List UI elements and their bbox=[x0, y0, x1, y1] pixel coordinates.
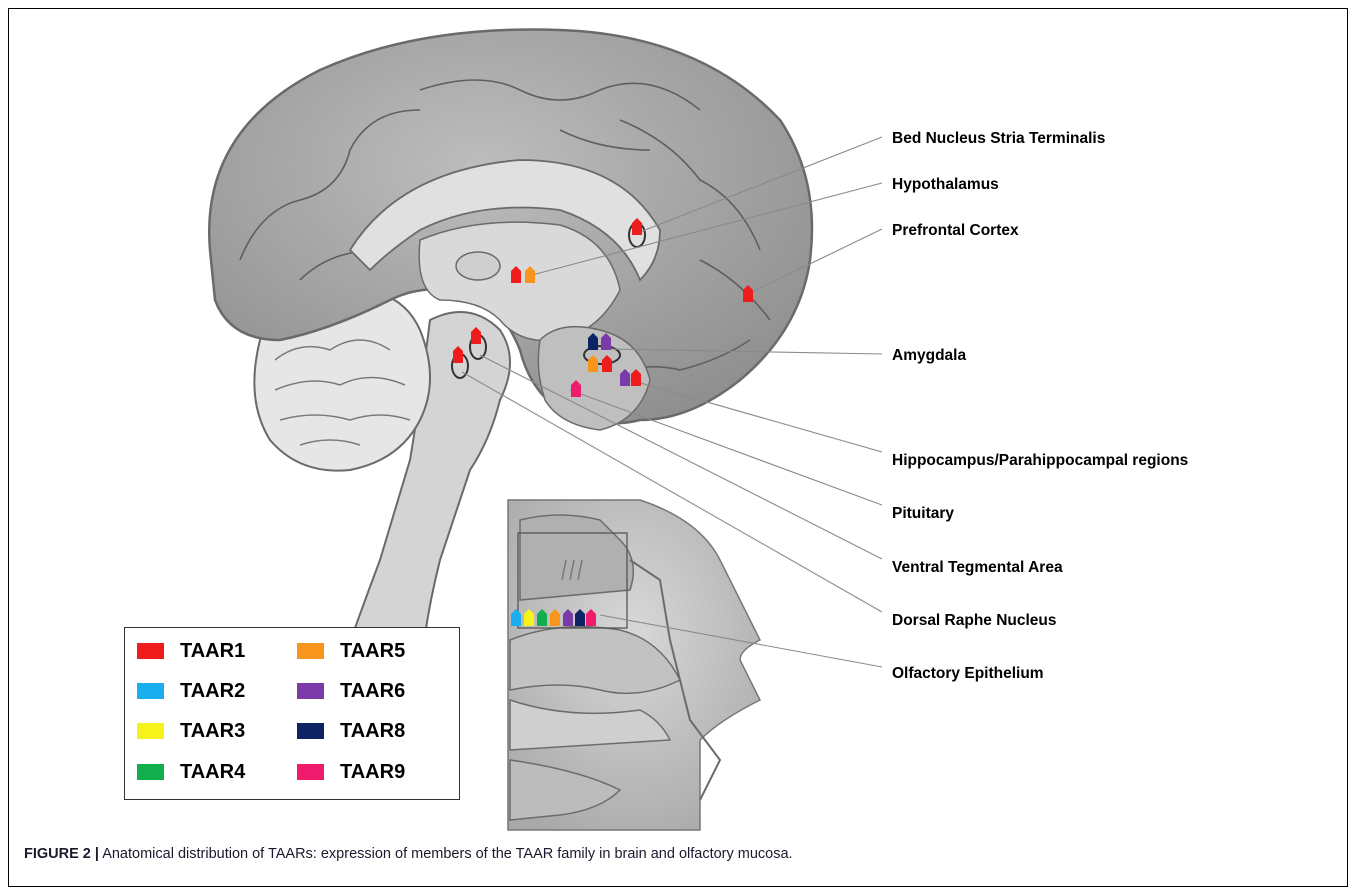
label-dorsal-raphe-nucleus: Dorsal Raphe Nucleus bbox=[892, 612, 1057, 629]
legend-item-taar1: TAAR1 bbox=[137, 638, 245, 664]
legend-label: TAAR2 bbox=[180, 680, 245, 703]
figure-number: FIGURE 2 | bbox=[24, 846, 99, 862]
legend-label: TAAR6 bbox=[340, 680, 405, 703]
legend-swatch bbox=[297, 683, 324, 699]
label-hypothalamus: Hypothalamus bbox=[892, 176, 999, 193]
figure-caption: FIGURE 2 | Anatomical distribution of TA… bbox=[24, 846, 1324, 862]
legend-label: TAAR4 bbox=[180, 761, 245, 784]
label-pituitary: Pituitary bbox=[892, 505, 954, 522]
legend-label: TAAR3 bbox=[180, 720, 245, 743]
nasal-cavity-inset bbox=[508, 500, 760, 830]
legend-item-taar8: TAAR8 bbox=[297, 718, 405, 744]
legend-swatch bbox=[137, 764, 164, 780]
legend-label: TAAR9 bbox=[340, 761, 405, 784]
legend-item-taar6: TAAR6 bbox=[297, 678, 405, 704]
label-hippocampus: Hippocampus/Parahippocampal regions bbox=[892, 452, 1188, 469]
caption-text: Anatomical distribution of TAARs: expres… bbox=[99, 846, 793, 862]
legend-item-taar2: TAAR2 bbox=[137, 678, 245, 704]
legend-item-taar4: TAAR4 bbox=[137, 759, 245, 785]
legend-item-taar5: TAAR5 bbox=[297, 638, 405, 664]
legend-swatch bbox=[137, 723, 164, 739]
legend-label: TAAR8 bbox=[340, 720, 405, 743]
legend-item-taar3: TAAR3 bbox=[137, 718, 245, 744]
label-prefrontal-cortex: Prefrontal Cortex bbox=[892, 222, 1019, 239]
region-labels: Bed Nucleus Stria Terminalis Hypothalamu… bbox=[892, 130, 1188, 682]
label-ventral-tegmental-area: Ventral Tegmental Area bbox=[892, 559, 1063, 576]
legend-label: TAAR1 bbox=[180, 640, 245, 663]
legend-swatch bbox=[137, 643, 164, 659]
legend-swatch bbox=[297, 643, 324, 659]
label-amygdala: Amygdala bbox=[892, 347, 966, 364]
label-bed-nucleus: Bed Nucleus Stria Terminalis bbox=[892, 130, 1105, 147]
label-olfactory-epithelium: Olfactory Epithelium bbox=[892, 665, 1044, 682]
legend-swatch bbox=[137, 683, 164, 699]
legend-swatch bbox=[297, 723, 324, 739]
legend-label: TAAR5 bbox=[340, 640, 405, 663]
legend: TAAR1 TAAR2 TAAR3 TAAR4 TAAR5 TAAR6 TAAR… bbox=[124, 627, 460, 800]
legend-swatch bbox=[297, 764, 324, 780]
legend-item-taar9: TAAR9 bbox=[297, 759, 405, 785]
